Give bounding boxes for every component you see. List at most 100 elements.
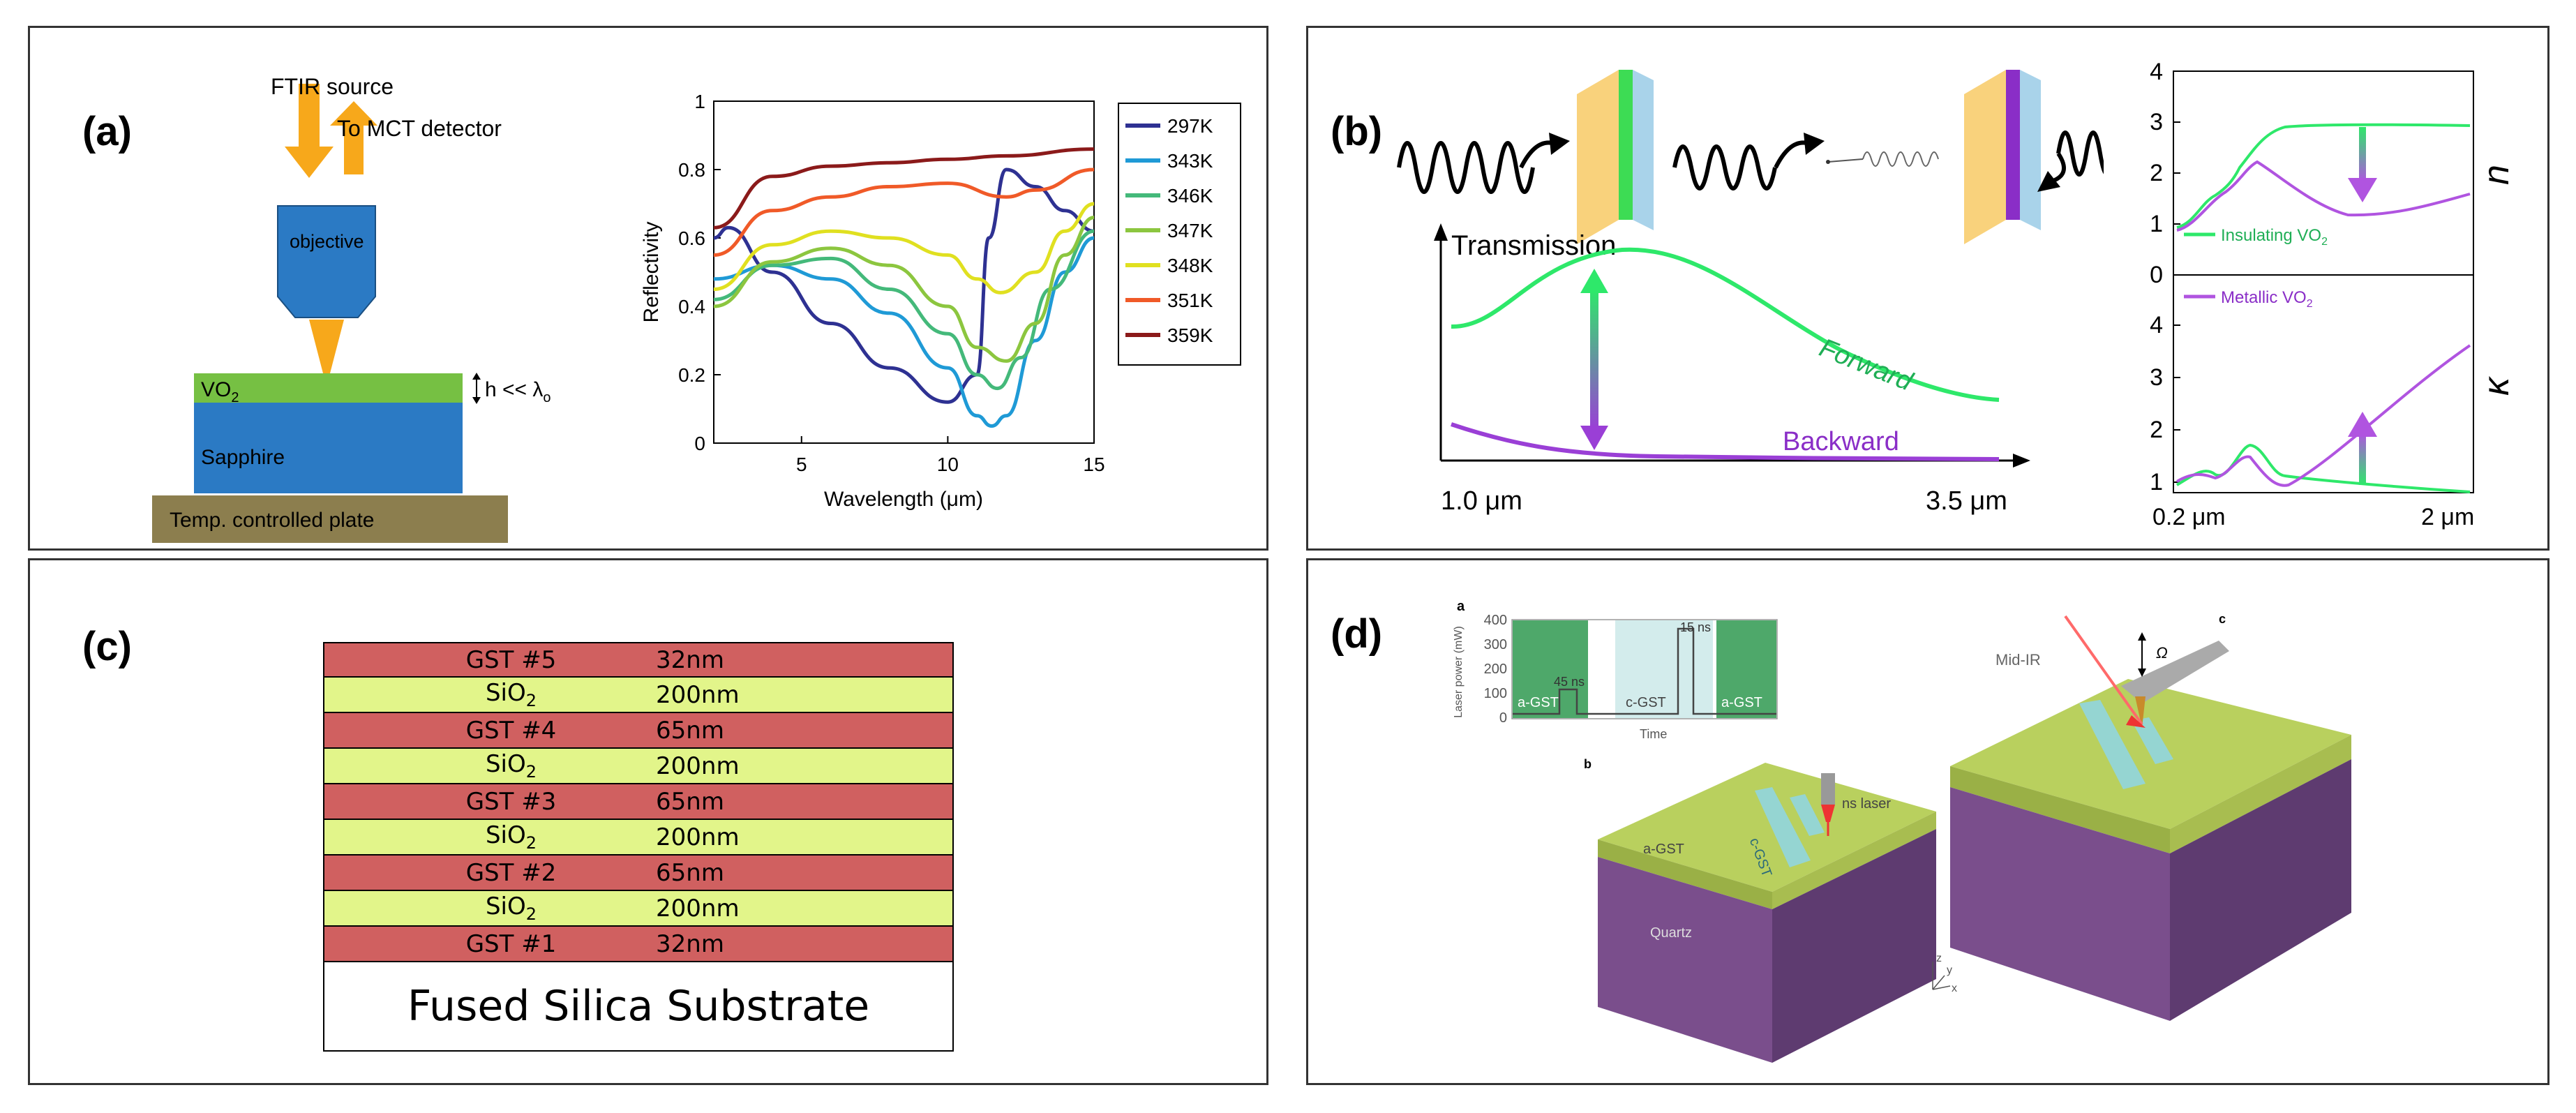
n-ytick-0: 0 [2150,262,2163,288]
panel-b-label: (b) [1331,109,1383,154]
fused-silica-substrate: Fused Silica Substrate [323,962,954,1052]
ftir-source-label: FTIR source [271,74,394,99]
chart-a-xtick: 5 [796,454,807,475]
n-ytick-1: 1 [2150,211,2163,237]
incoming-wave-forward [1397,141,1535,194]
layer-thickness: 32nm [656,645,724,674]
legend-label-343K: 343K [1167,150,1213,172]
legend-metallic: Metallic VO2 [2221,288,2313,310]
panel-d-label: (d) [1331,611,1383,657]
panel-d: (d) a Laser power (mW) 400 300 200 100 0… [1306,558,2549,1085]
n-ytick-2: 2 [2150,160,2163,186]
chart-a-ytick: 0.8 [678,159,705,181]
series-line-348K [713,202,1095,294]
time-label: Time [1640,727,1667,741]
state1-label: a-GST [1518,695,1559,710]
vo2-label: VO2 [201,378,239,405]
detector-label: To MCT detector [337,116,502,141]
chart-a-xlabel: Wavelength (μm) [824,488,983,511]
incoming-wave-backward [2050,152,2066,184]
axis-z-label: z [1936,953,1942,964]
laser-power-ylabel: Laser power (mW) [1453,626,1465,718]
n-symbol: n [2476,165,2517,185]
k-ytick-4: 4 [2150,312,2163,338]
d-ytick-400: 400 [1484,613,1507,628]
sub-c-label: c [2219,612,2226,626]
d-ytick-0: 0 [1499,710,1507,726]
d-ytick-200: 200 [1484,662,1507,677]
pulse1-label: 45 ns [1554,675,1585,689]
quartz-label: Quartz [1650,925,1692,941]
n-ytick-4: 4 [2150,59,2163,85]
k-plot-area [2173,274,2474,493]
k-ytick-3: 3 [2150,364,2163,391]
transmission-schematic: Transmission Forward Backward 1.0 μm 3.5… [1397,70,2104,516]
layer-name: GST #3 [465,787,557,816]
axis-y-label: y [1947,964,1952,976]
k-symbol: κ [2476,375,2517,396]
state3-label: a-GST [1721,695,1762,710]
legend-label-347K: 347K [1167,220,1213,241]
layer-thickness: 65nm [656,858,724,887]
right-x-start: 0.2 μm [2152,504,2226,530]
chart-a-ytick: 0.4 [678,296,705,318]
layer-sio2: SiO2 200nm [323,891,954,927]
chart-a-xtick: 15 [1083,454,1104,475]
layer-thickness: 200nm [656,823,740,851]
contrast-arrow [1580,269,1608,450]
objective-label: objective [290,231,364,252]
panel-c-label: (c) [82,624,132,669]
forward-curve [1451,247,2000,402]
focused-beam [309,320,344,373]
panel-a: (a) FTIR source To MCT detector objectiv… [28,26,1268,551]
chart-a-legend [1118,103,1241,366]
detector-up-arrow [330,101,377,174]
afm-cantilever [2121,641,2229,703]
ns-laser-label: ns laser [1842,796,1891,812]
axis-x-label: x [1952,983,1957,994]
legend-insulating: Insulating VO2 [2221,226,2328,248]
series-line-346K [713,229,1095,391]
series-line-351K [713,167,1095,257]
layer-name: SiO2 [485,679,537,710]
d-ytick-100: 100 [1484,686,1507,701]
layer-name: GST #1 [465,929,557,958]
layer-sio2: SiO2 200nm [323,678,954,713]
transmitted-wave-forward [1672,144,1777,191]
quartz-block-b: ns laser c-GST a-GST Quartz [1598,763,1936,1063]
layer-name: GST #2 [465,858,557,887]
sub-b-label: b [1584,757,1592,771]
legend-label-297K: 297K [1167,115,1213,137]
weak-wave-backward [1862,151,1939,167]
x-start-label: 1.0 μm [1441,486,1522,516]
pulse2-label: 15 ns [1680,620,1711,634]
xyz-axes [1932,962,1951,990]
layer-name: SiO2 [485,892,537,924]
layer-thickness: 200nm [656,894,740,922]
series-line-359K [713,147,1095,230]
backward-label: Backward [1783,427,1899,456]
k-insulating-curve [2176,443,2471,493]
n-ytick-3: 3 [2150,109,2163,135]
legend-label-351K: 351K [1167,290,1213,311]
panel-a-label: (a) [82,109,132,154]
vo2-film [194,373,463,403]
right-x-end: 2 μm [2421,504,2474,530]
thickness-label: h << λo [485,378,551,405]
laser-writing-figure: a Laser power (mW) 400 300 200 100 0 45 … [1453,599,2351,1063]
sapphire-label: Sapphire [201,446,285,469]
legend-label-348K: 348K [1167,255,1213,276]
chart-a-ytick: 1 [694,91,705,112]
temperature-plate [152,495,508,543]
layer-name: SiO2 [485,821,537,853]
backward-curve [1451,422,2000,461]
chart-a-ylabel: Reflectivity [640,221,663,322]
layer-thickness: 200nm [656,680,740,709]
x-end-label: 3.5 μm [1926,486,2007,516]
